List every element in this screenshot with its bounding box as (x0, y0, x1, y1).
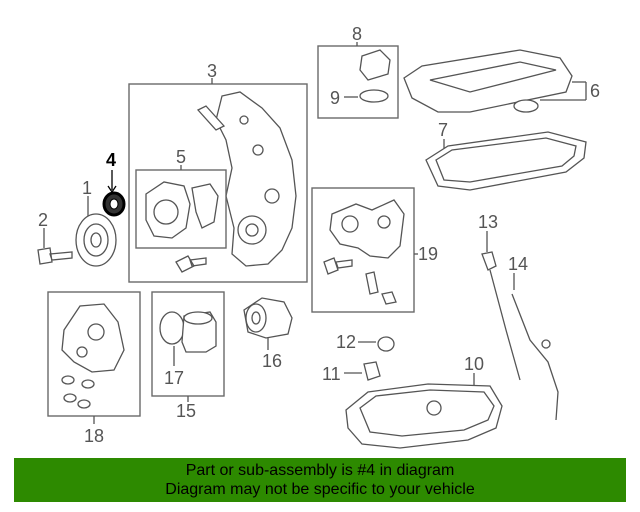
callout-6[interactable]: 6 (590, 81, 600, 101)
oil-filter-group: 15 17 (151, 291, 225, 421)
balancer-hole-b (76, 346, 88, 358)
crank-bolt-part[interactable] (37, 247, 73, 265)
oil-pump-rotor (341, 215, 359, 233)
dipstick-group: 13 14 (478, 212, 559, 421)
frame-8 (317, 45, 399, 119)
o-ring-d-part[interactable] (77, 399, 91, 409)
oil-pump-port (377, 215, 391, 229)
balancer-hole-a (87, 323, 105, 341)
balancer-group: 18 (47, 291, 141, 446)
drain-plug-part[interactable] (363, 361, 381, 381)
timing-cover-part[interactable] (215, 91, 297, 267)
callout-1[interactable]: 1 (82, 178, 92, 198)
o-ring-b-part[interactable] (81, 379, 95, 389)
callout-18[interactable]: 18 (84, 426, 104, 446)
pump-plug-part[interactable] (381, 291, 397, 305)
callout-12[interactable]: 12 (336, 332, 356, 352)
callout-11[interactable]: 11 (322, 364, 341, 384)
callout-7[interactable]: 7 (438, 120, 448, 140)
callout-13[interactable]: 13 (478, 212, 498, 232)
callout-19[interactable]: 19 (418, 244, 438, 264)
pump-dowel-part[interactable] (365, 271, 379, 295)
water-pump-impeller (153, 199, 179, 225)
oil-cap-part[interactable] (359, 49, 391, 81)
filter-element-top (183, 311, 213, 325)
valve-cover-group: 6 7 (403, 49, 600, 191)
filter-cap-group: 16 (243, 297, 293, 371)
pump-bolt-part[interactable] (323, 257, 353, 275)
banner-line-2: Diagram may not be specific to your vehi… (165, 481, 475, 498)
banner-line-1: Part or sub-assembly is #4 in diagram (185, 462, 455, 479)
info-banner: Part or sub-assembly is #4 in diagram Di… (14, 458, 626, 502)
oil-cap-group: 8 9 (317, 24, 399, 119)
callout-14[interactable]: 14 (508, 254, 528, 274)
callout-2[interactable]: 2 (38, 210, 48, 230)
oil-pan-rim (359, 389, 495, 437)
dipstick-tube-part[interactable] (511, 293, 559, 421)
frame-3 (128, 83, 308, 283)
timing-cover-hole-d (252, 144, 264, 156)
oil-seal-center (109, 198, 119, 210)
timing-cover-group: 3 (128, 61, 308, 283)
oil-pan-group: 10 (345, 354, 503, 449)
grommet-part[interactable] (513, 99, 539, 113)
callout-10[interactable]: 10 (464, 354, 484, 374)
frame-19 (311, 187, 415, 313)
oil-pump-part[interactable] (329, 199, 405, 259)
callout-16[interactable]: 16 (262, 351, 282, 371)
pulley-group: 1 2 4 (37, 150, 126, 267)
timing-cover-hole-b (245, 223, 259, 237)
oil-cap-gasket-part[interactable] (359, 89, 389, 103)
oil-pump-group: 19 (311, 187, 438, 313)
drain-gasket-part[interactable] (377, 336, 395, 352)
o-ring-a-part[interactable] (61, 375, 75, 385)
callout-4[interactable]: 4 (106, 150, 116, 170)
crank-pulley-hub (90, 232, 102, 248)
filter-o-ring-part[interactable] (159, 311, 185, 345)
callout-8[interactable]: 8 (352, 24, 362, 44)
callout-3[interactable]: 3 (207, 61, 217, 81)
cover-bolt-part[interactable] (175, 255, 207, 273)
oil-pan-boss (426, 400, 442, 416)
timing-cover-hole-e (239, 115, 249, 125)
gasket-part[interactable] (191, 183, 219, 229)
o-ring-c-part[interactable] (63, 393, 77, 403)
callout-15[interactable]: 15 (176, 401, 196, 421)
valve-cover-ridge (429, 61, 557, 93)
timing-cover-hole-c (264, 188, 280, 204)
stud-part[interactable] (196, 105, 226, 131)
dipstick-blade (489, 269, 521, 381)
callout-9[interactable]: 9 (330, 88, 340, 108)
dipstick-tube-bracket (541, 339, 551, 349)
drain-group: 12 11 (322, 332, 395, 384)
filter-cap-center (251, 311, 261, 325)
dipstick-part[interactable] (481, 251, 497, 271)
water-pump-group: 5 (135, 147, 227, 249)
callout-5[interactable]: 5 (176, 147, 186, 167)
valve-cover-gasket-inner (435, 137, 577, 183)
callout-17[interactable]: 17 (164, 368, 184, 388)
